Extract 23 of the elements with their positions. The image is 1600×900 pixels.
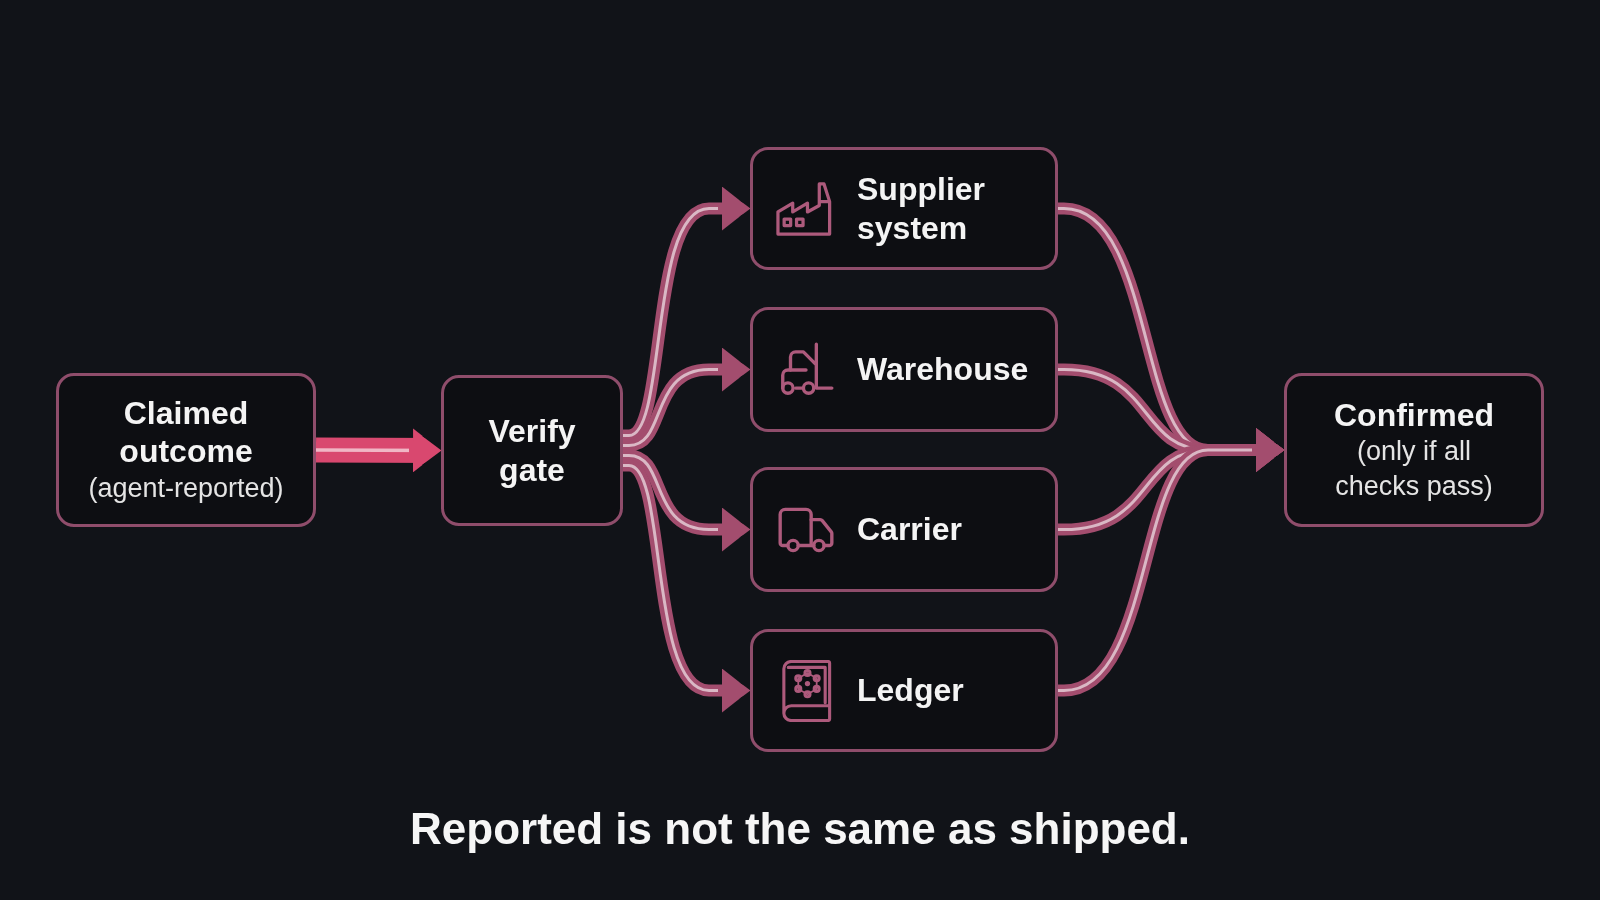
process-box [1284, 373, 1544, 527]
process-box [56, 373, 316, 527]
process-box [750, 467, 1058, 592]
node-title: Supplier system [857, 170, 985, 247]
process-box [750, 307, 1058, 432]
process-box [750, 629, 1058, 752]
node-title: Claimed outcome [119, 394, 253, 471]
arrow [623, 459, 750, 713]
arrow [623, 186, 750, 442]
arrow [1058, 428, 1284, 697]
caption: Reported is not the same as shipped. [410, 803, 1190, 855]
node-title: Verify gate [488, 412, 576, 489]
node-subtitle: (agent-reported) [88, 471, 284, 505]
node-title: Confirmed [1334, 395, 1494, 435]
process-box [441, 375, 623, 526]
node-title: Ledger [857, 671, 964, 710]
arrow [623, 347, 750, 452]
node-title: Carrier [857, 510, 962, 549]
arrow [315, 428, 442, 473]
arrow [623, 449, 750, 552]
process-box [750, 147, 1058, 270]
node-title: Warehouse [857, 350, 1029, 389]
node-subtitle: (only if all checks pass) [1334, 435, 1494, 504]
